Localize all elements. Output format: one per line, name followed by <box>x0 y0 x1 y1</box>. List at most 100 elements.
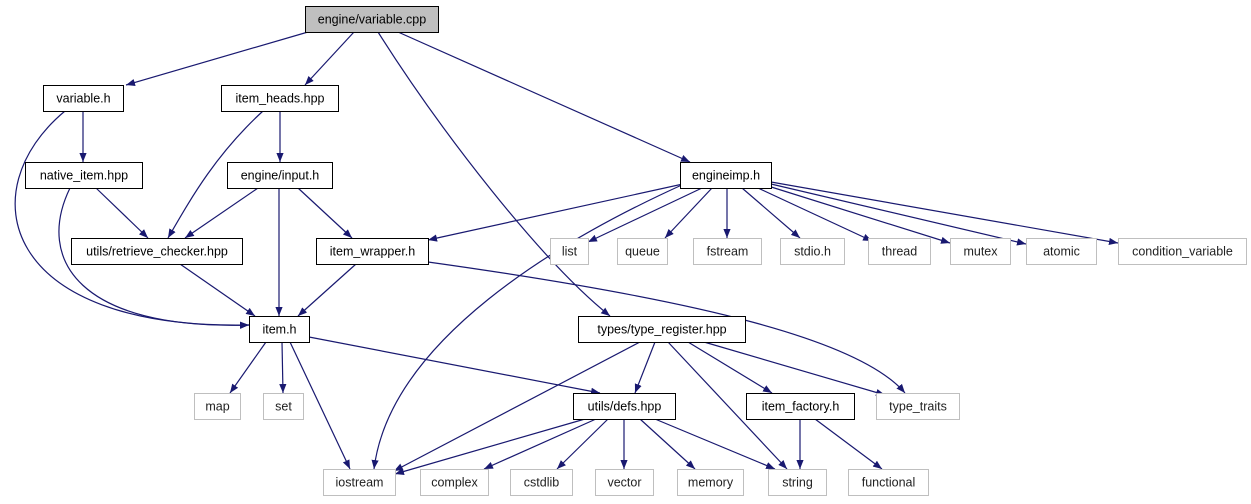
node-label: condition_variable <box>1132 245 1233 259</box>
node-box <box>680 162 772 189</box>
node-label: variable.h <box>56 92 110 106</box>
node-complex: complex <box>420 469 489 496</box>
edge-engineimp-to-atomic <box>770 183 1027 246</box>
nodes-layer: engine/variable.cpp variable.h item_heads.… <box>25 6 1247 496</box>
edge-engineimp-to-condition-variable <box>770 181 1119 245</box>
edge-native-item-to-item-h <box>58 187 250 329</box>
node-label: fstream <box>707 245 749 259</box>
node-native-item[interactable]: native_item.hpp <box>25 162 143 189</box>
node-stdio: stdio.h <box>780 238 845 265</box>
node-fstream: fstream <box>693 238 762 265</box>
node-item-heads[interactable]: item_heads.hpp <box>221 85 339 112</box>
node-box <box>305 6 439 33</box>
node-box <box>677 469 744 496</box>
node-mutex: mutex <box>950 238 1011 265</box>
node-string: string <box>768 469 827 496</box>
node-box <box>573 393 676 420</box>
node-utils-defs[interactable]: utils/defs.hpp <box>573 393 676 420</box>
edge-engineimp-to-mutex <box>767 185 951 244</box>
node-atomic: atomic <box>1026 238 1097 265</box>
node-box <box>550 238 589 265</box>
node-item-factory[interactable]: item_factory.h <box>746 393 855 420</box>
node-label: atomic <box>1043 245 1080 259</box>
node-label: item_heads.hpp <box>236 92 325 106</box>
edge-variable-cpp-to-item-heads <box>304 31 355 86</box>
node-box <box>323 469 396 496</box>
node-box <box>578 316 746 343</box>
edges-layer <box>14 31 1119 475</box>
node-label: utils/defs.hpp <box>588 400 662 414</box>
edge-variable-cpp-to-engineimp <box>397 31 691 163</box>
edge-engineimp-to-queue <box>664 187 713 239</box>
node-label: queue <box>625 245 660 259</box>
node-label: functional <box>862 476 916 490</box>
edge-item-wrapper-to-type-traits <box>427 261 906 394</box>
node-box <box>848 469 929 496</box>
edge-engine-input-to-retrieve-checker <box>184 187 259 239</box>
node-label: native_item.hpp <box>40 169 128 183</box>
node-queue: queue <box>617 238 668 265</box>
node-box <box>693 238 762 265</box>
edge-engineimp-to-thread <box>757 187 873 242</box>
node-label: stdio.h <box>794 245 831 259</box>
node-type-register[interactable]: types/type_register.hpp <box>578 316 746 343</box>
node-label: complex <box>431 476 478 490</box>
node-retrieve-checker[interactable]: utils/retrieve_checker.hpp <box>71 238 243 265</box>
node-label: memory <box>688 476 734 490</box>
edge-type-register-to-iostream <box>393 341 641 472</box>
edge-native-item-to-retrieve-checker <box>95 187 149 239</box>
edge-engineimp-to-stdio <box>741 187 801 239</box>
node-variable-cpp[interactable]: engine/variable.cpp <box>305 6 439 33</box>
node-box <box>71 238 243 265</box>
node-functional: functional <box>848 469 929 496</box>
node-box <box>780 238 845 265</box>
node-map: map <box>194 393 241 420</box>
node-box <box>746 393 855 420</box>
node-label: string <box>782 476 813 490</box>
node-set: set <box>263 393 304 420</box>
node-engine-input[interactable]: engine/input.h <box>227 162 333 189</box>
node-label: set <box>275 400 292 414</box>
node-label: engine/input.h <box>241 169 320 183</box>
node-memory: memory <box>677 469 744 496</box>
node-variable-h[interactable]: variable.h <box>43 85 124 112</box>
node-box <box>768 469 827 496</box>
node-label: utils/retrieve_checker.hpp <box>86 245 228 259</box>
node-label: item_wrapper.h <box>330 245 416 259</box>
node-label: mutex <box>963 245 998 259</box>
edge-variable-cpp-to-type-register <box>377 31 611 317</box>
edge-utils-defs-to-cstdlib <box>556 418 609 470</box>
node-box <box>950 238 1011 265</box>
node-label: type_traits <box>889 400 947 414</box>
node-box <box>876 393 960 420</box>
edge-retrieve-checker-to-item-h <box>179 263 256 317</box>
node-box <box>1026 238 1097 265</box>
node-box <box>510 469 573 496</box>
node-item-wrapper[interactable]: item_wrapper.h <box>316 238 429 265</box>
edge-type-register-to-type-traits <box>703 341 886 396</box>
node-box <box>227 162 333 189</box>
node-cstdlib: cstdlib <box>510 469 573 496</box>
node-box <box>316 238 429 265</box>
node-condition-variable: condition_variable <box>1118 238 1247 265</box>
edge-item-heads-to-retrieve-checker <box>167 110 264 239</box>
edge-type-register-to-utils-defs <box>634 341 656 394</box>
edge-item-factory-to-functional <box>814 418 883 470</box>
edge-type-register-to-item-factory <box>687 341 773 394</box>
edge-utils-defs-to-string <box>654 418 776 470</box>
node-thread: thread <box>868 238 931 265</box>
node-type-traits: type_traits <box>876 393 960 420</box>
node-engineimp[interactable]: engineimp.h <box>680 162 772 189</box>
edge-utils-defs-to-memory <box>639 418 696 470</box>
node-box <box>595 469 654 496</box>
node-item-h[interactable]: item.h <box>249 316 310 343</box>
node-label: map <box>205 400 229 414</box>
node-box <box>249 316 310 343</box>
edge-item-h-to-utils-defs <box>308 336 601 395</box>
node-label: vector <box>607 476 641 490</box>
node-box <box>221 85 339 112</box>
node-vector: vector <box>595 469 654 496</box>
node-label: thread <box>882 245 917 259</box>
edge-item-h-to-iostream <box>289 341 351 470</box>
node-box <box>868 238 931 265</box>
